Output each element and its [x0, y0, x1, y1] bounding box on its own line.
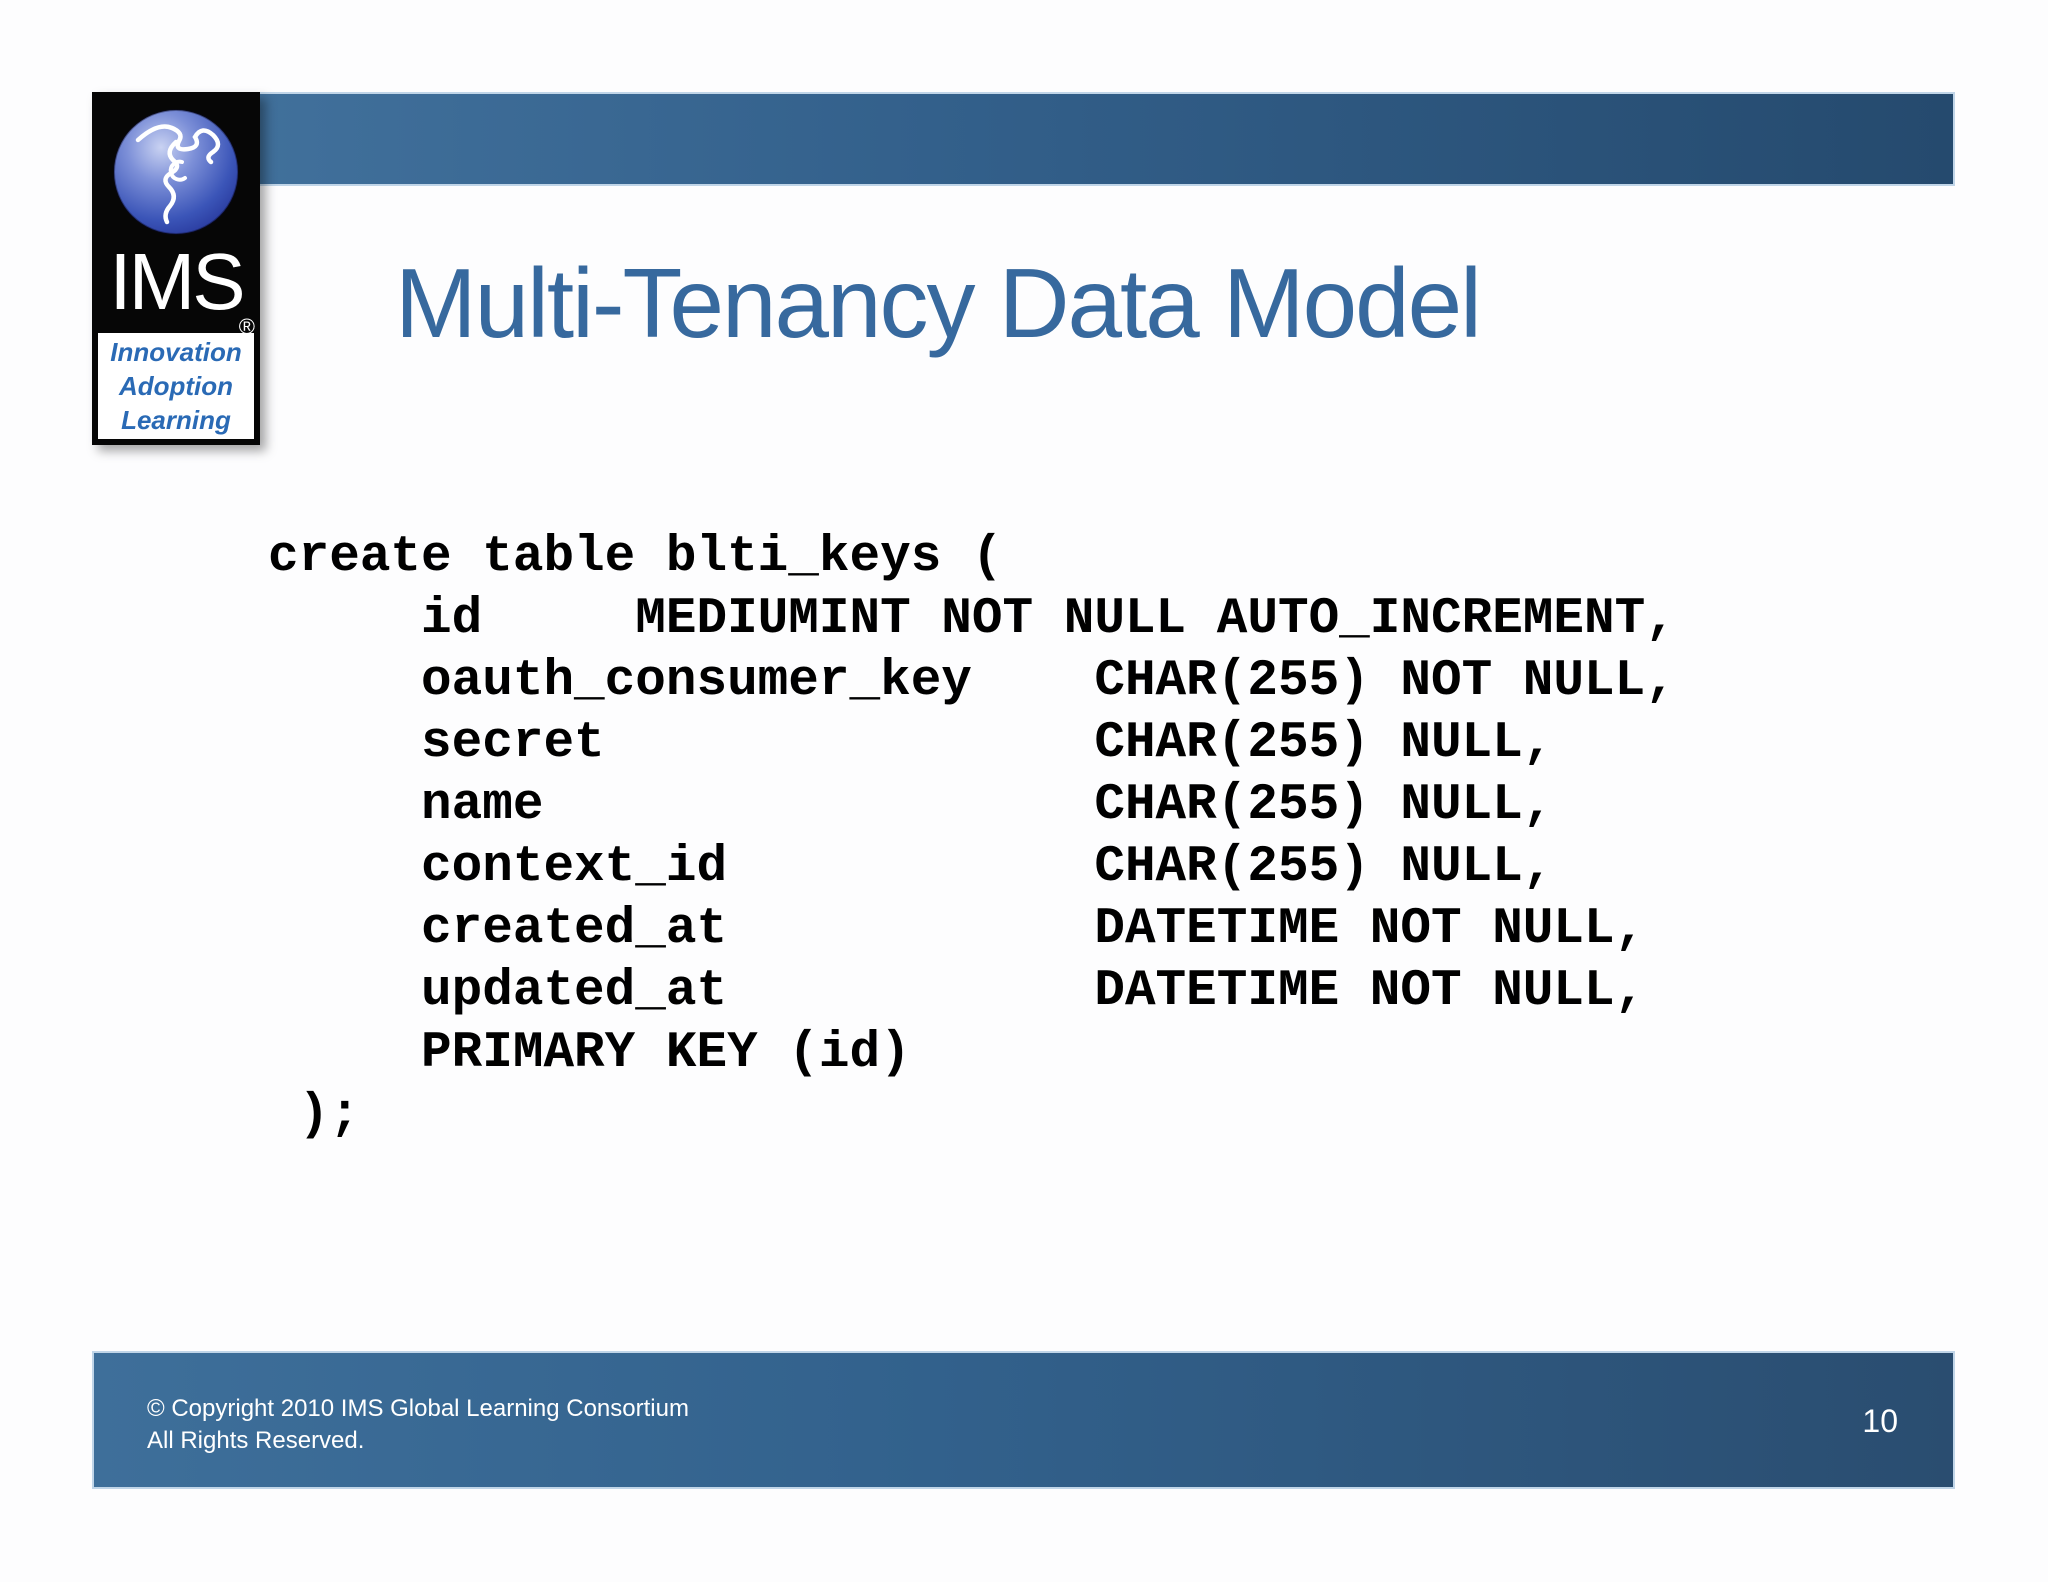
logo-tagline-line: Innovation — [110, 337, 242, 367]
copyright-line-2: All Rights Reserved. — [147, 1427, 365, 1454]
sql-code-block: create table blti_keys ( id MEDIUMINT NO… — [268, 529, 1676, 1144]
logo-acronym: IMS — [109, 237, 245, 326]
header-gradient-bar — [92, 92, 1955, 186]
ims-logo: IMS ® Innovation Adoption Learning — [92, 92, 260, 445]
page-number: 10 — [1862, 1403, 1898, 1439]
globe-puzzle-icon — [113, 109, 239, 235]
copyright-line-1: © Copyright 2010 IMS Global Learning Con… — [147, 1395, 689, 1422]
logo-tagline-line: Adoption — [118, 371, 234, 401]
logo-tagline: Innovation Adoption Learning — [98, 333, 254, 439]
registered-trademark-mark: ® — [238, 314, 255, 339]
copyright-text: © Copyright 2010 IMS Global Learning Con… — [147, 1393, 689, 1457]
slide-title: Multi-Tenancy Data Model — [395, 248, 1482, 358]
footer-gradient-bar: © Copyright 2010 IMS Global Learning Con… — [92, 1351, 1955, 1489]
logo-tagline-line: Learning — [121, 405, 231, 435]
